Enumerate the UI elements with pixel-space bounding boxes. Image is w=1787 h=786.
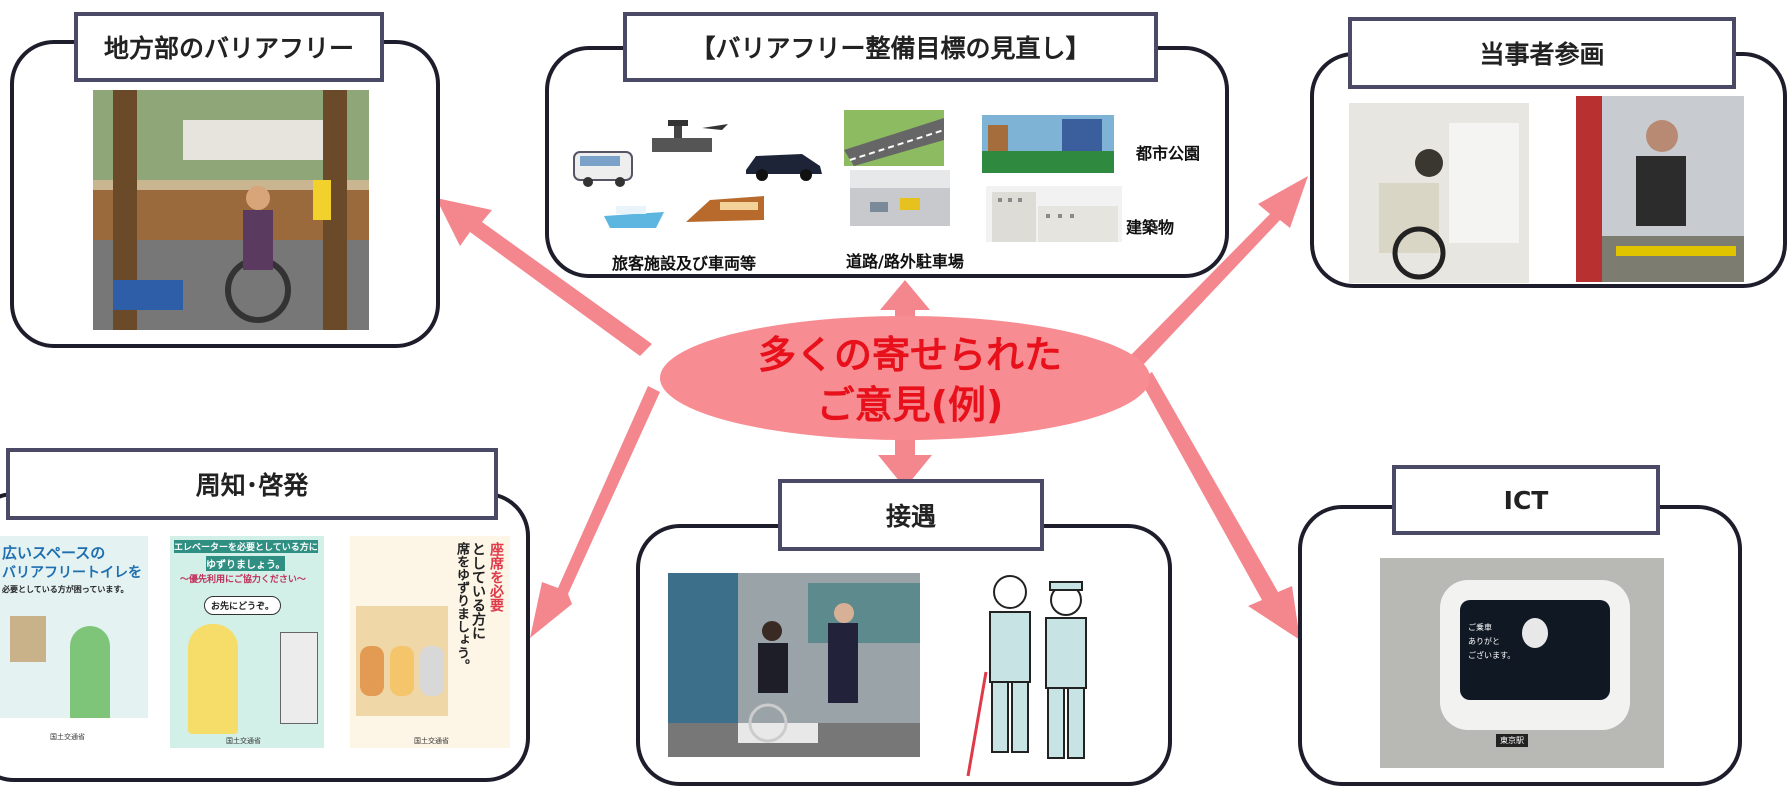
caption-roads: 道路/路外駐車場: [846, 252, 964, 271]
airport-image: [642, 118, 730, 158]
participation-photo-1: [1349, 103, 1529, 283]
ict-screen-line-2: ありがと: [1468, 637, 1500, 646]
ict-screen: ご乗車 ありがと ございます。: [1460, 600, 1610, 700]
bus-image: [572, 146, 634, 188]
label-awareness: 周知･啓発: [6, 448, 498, 520]
ship-image: [602, 198, 668, 232]
poster-2-bubble: お先にどうぞ。: [204, 596, 282, 615]
label-participation: 当事者参画: [1348, 17, 1736, 89]
ict-photo: ご乗車 ありがと ございます。 東京駅: [1380, 558, 1664, 768]
ict-screen-line-3: ございます。: [1468, 651, 1516, 660]
ict-ticker: 東京駅: [1496, 734, 1528, 747]
label-hospitality: 接遇: [778, 479, 1044, 551]
center-line-1: 多くの寄せられた: [757, 333, 1062, 377]
center-ellipse: [660, 316, 1150, 440]
label-ict: ICT: [1392, 465, 1660, 535]
poster-3-text-1: 座席を必要: [488, 542, 504, 612]
poster-1-footer: 国土交通省: [50, 733, 85, 741]
hospitality-photo: [668, 573, 920, 757]
taxi-image: [742, 142, 826, 182]
center-opinions: 多くの寄せられた ご意見(例): [650, 330, 1170, 430]
poster-1: 広いスペースの バリアフリートイレを 必要としている方が困っています。 国土交通…: [0, 536, 148, 748]
arrow-group: [436, 176, 1308, 640]
train-image: [680, 190, 772, 230]
poster-1-text-1: 広いスペースの: [2, 544, 106, 562]
rural-photo: [93, 90, 369, 330]
arrow-to-rural: [436, 198, 652, 356]
poster-2-footer: 国土交通省: [226, 737, 261, 745]
poster-2-text-2: ゆずりましょう。: [206, 556, 286, 571]
hospitality-illustration: [958, 562, 1110, 778]
arrow-to-targets: [880, 280, 930, 330]
arrow-to-hospitality: [878, 420, 932, 488]
label-targets: 【バリアフリー整備目標の見直し】: [623, 12, 1158, 82]
arrow-to-participation: [1130, 176, 1308, 366]
arrow-to-awareness: [530, 386, 660, 638]
poster-3-footer: 国土交通省: [414, 737, 449, 745]
park-image: [982, 115, 1114, 173]
caption-buildings: 建築物: [1126, 218, 1175, 237]
arrow-to-ict: [1140, 372, 1300, 640]
poster-1-text-3: 必要としている方が困っています。: [2, 585, 129, 594]
label-rural: 地方部のバリアフリー: [74, 12, 384, 82]
building-image: [986, 186, 1122, 242]
caption-parks: 都市公園: [1136, 144, 1201, 163]
road-image: [844, 110, 944, 166]
poster-3-text-3: 席をゆずりましょう。: [454, 542, 469, 672]
poster-3-text-2: としている方に: [470, 542, 486, 640]
poster-1-text-2: バリアフリートイレを: [2, 565, 142, 581]
ict-screen-line-1: ご乗車: [1468, 623, 1492, 632]
poster-2: エレベーターを必要としている方に ゆずりましょう。 〜優先利用にご協力ください〜…: [170, 536, 324, 748]
poster-3: 座席を必要 としている方に 席をゆずりましょう。 国土交通省: [350, 536, 510, 748]
center-line-2: ご意見(例): [816, 383, 1004, 427]
poster-2-text-3: 〜優先利用にご協力ください〜: [180, 575, 306, 585]
poster-2-text-1: エレベーターを必要としている方に: [174, 540, 318, 553]
parking-image: [850, 170, 950, 226]
participation-photo-2: [1576, 96, 1744, 282]
caption-passenger: 旅客施設及び車両等: [612, 254, 757, 273]
